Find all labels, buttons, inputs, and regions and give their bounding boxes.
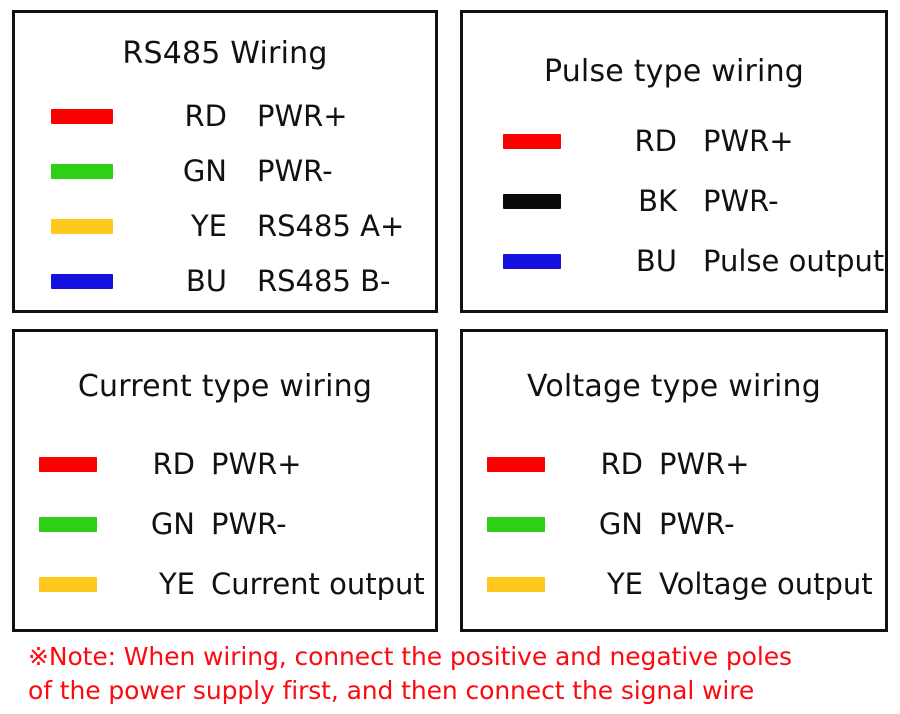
- wire-row: BK PWR-: [503, 171, 885, 231]
- wire-color-swatch-red: [487, 456, 545, 472]
- wire-function-label: RS485 B-: [257, 264, 391, 298]
- wire-row: YE Current output: [39, 554, 435, 614]
- panel-title-pulse: Pulse type wiring: [543, 54, 805, 89]
- panel-rs485-wiring: RS485 Wiring RD PWR+ GN PWR- YE RS485 A+ BU RS4…: [12, 10, 438, 313]
- wire-color-code: RD: [600, 446, 643, 481]
- wire-row: RD PWR+: [39, 434, 435, 494]
- wire-color-code: RD: [152, 446, 195, 481]
- wire-color-swatch-yellow: [51, 219, 113, 234]
- wire-color-code: GN: [150, 506, 195, 541]
- wiring-note-text: ※Note: When wiring, connect the positive…: [28, 642, 792, 705]
- wire-row: GN PWR-: [51, 144, 435, 199]
- wire-color-swatch-green: [51, 164, 113, 179]
- wire-function-label: PWR+: [703, 123, 794, 158]
- wire-row: GN PWR-: [39, 494, 435, 554]
- wire-color-swatch-blue: [51, 274, 113, 289]
- wire-color-code: YE: [606, 566, 643, 601]
- wire-function-label: RS485 A+: [257, 209, 405, 243]
- wire-function-label: Current output: [211, 566, 425, 601]
- panel-title-voltage: Voltage type wiring: [526, 369, 821, 404]
- wire-function-label: PWR-: [659, 506, 735, 541]
- wire-color-swatch-green: [487, 516, 545, 532]
- wire-color-code: BU: [185, 264, 227, 298]
- wire-row: BU RS485 B-: [51, 254, 435, 309]
- wire-row-list-current: RD PWR+ GN PWR- YE Current output: [15, 434, 435, 614]
- wire-row-list-rs485: RD PWR+ GN PWR- YE RS485 A+ BU RS485 B-: [15, 89, 435, 309]
- wire-color-code: GN: [598, 506, 643, 541]
- wire-row: GN PWR-: [487, 494, 885, 554]
- wire-row: YE RS485 A+: [51, 199, 435, 254]
- panel-title-current: Current type wiring: [77, 369, 373, 404]
- wire-function-label: PWR-: [211, 506, 287, 541]
- wire-function-label: Pulse output: [703, 243, 885, 278]
- wire-color-swatch-red: [51, 109, 113, 124]
- wire-function-label: PWR+: [211, 446, 302, 481]
- wire-function-label: PWR-: [257, 154, 333, 188]
- wire-color-swatch-green: [39, 516, 97, 532]
- wire-color-code: BK: [638, 183, 677, 218]
- wire-function-label: PWR+: [659, 446, 750, 481]
- wire-row: RD PWR+: [51, 89, 435, 144]
- wire-color-swatch-red: [503, 133, 561, 149]
- wire-row: RD PWR+: [487, 434, 885, 494]
- panel-pulse-type-wiring: Pulse type wiring RD PWR+ BK PWR- BU Pulse ou…: [460, 10, 888, 313]
- wire-row: YE Voltage output: [487, 554, 885, 614]
- wire-color-swatch-blue: [503, 253, 561, 269]
- wire-color-code: YE: [190, 209, 227, 243]
- wire-color-swatch-yellow: [39, 576, 97, 592]
- wire-color-code: RD: [634, 123, 677, 158]
- wire-color-swatch-yellow: [487, 576, 545, 592]
- wire-color-swatch-red: [39, 456, 97, 472]
- wire-function-label: PWR+: [257, 99, 348, 133]
- panel-voltage-type-wiring: Voltage type wiring RD PWR+ GN PWR- YE Voltag…: [460, 329, 888, 632]
- wire-row-list-pulse: RD PWR+ BK PWR- BU Pulse output: [463, 111, 885, 291]
- panel-current-type-wiring: Current type wiring RD PWR+ GN PWR- YE Curren…: [12, 329, 438, 632]
- wire-color-swatch-black: [503, 193, 561, 209]
- wire-row-list-voltage: RD PWR+ GN PWR- YE Voltage output: [463, 434, 885, 614]
- wire-color-code: YE: [158, 566, 195, 601]
- wire-color-code: GN: [182, 154, 227, 188]
- wire-row: RD PWR+: [503, 111, 885, 171]
- wire-row: BU Pulse output: [503, 231, 885, 291]
- wire-color-code: RD: [184, 99, 227, 133]
- wire-function-label: Voltage output: [659, 566, 873, 601]
- panel-title-rs485: RS485 Wiring: [122, 36, 328, 71]
- wire-color-code: BU: [635, 243, 677, 278]
- wire-function-label: PWR-: [703, 183, 779, 218]
